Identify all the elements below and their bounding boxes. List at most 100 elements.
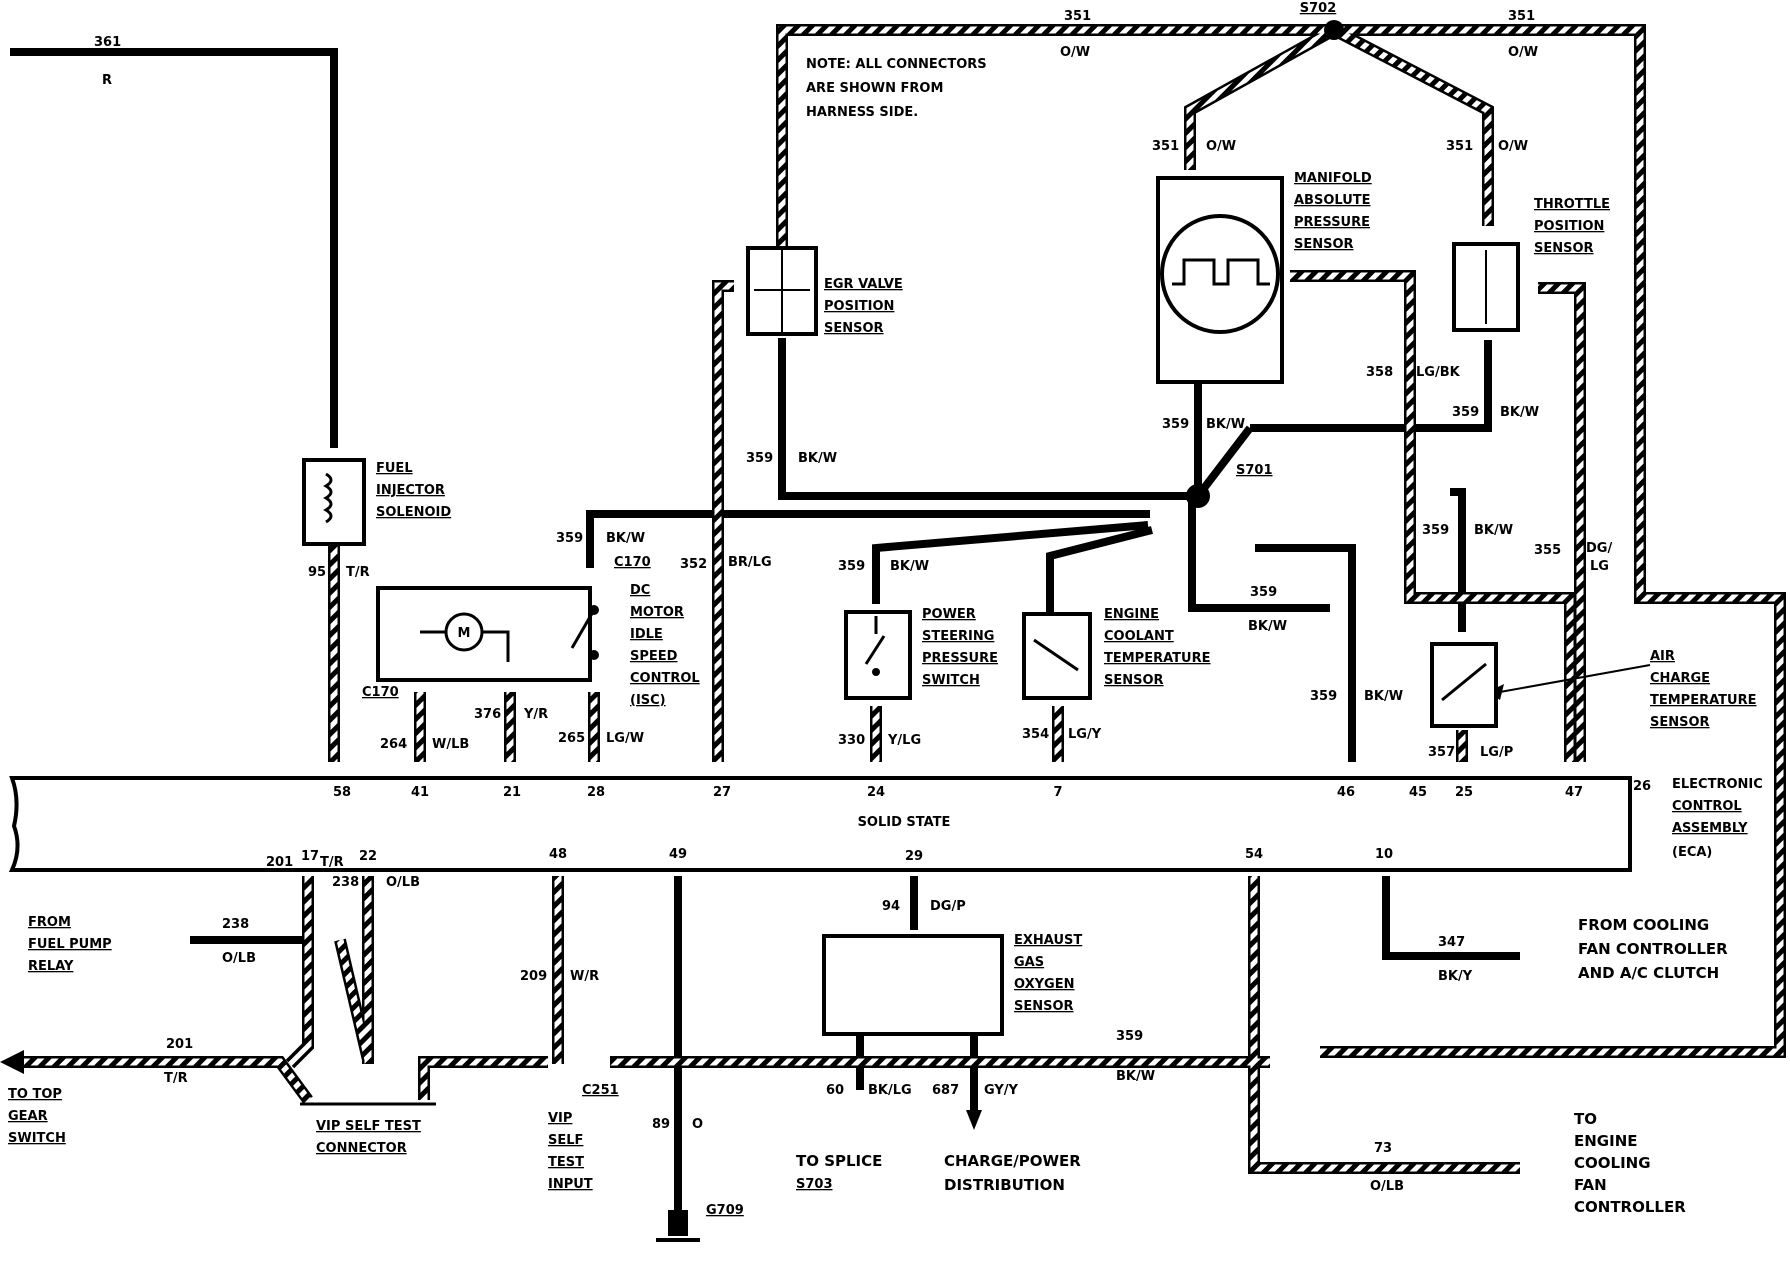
wire-color-359-r: BK/W xyxy=(1364,689,1403,704)
ground-symbol xyxy=(668,1210,688,1236)
dest-cooling-fan-1: FROM COOLING xyxy=(1578,916,1709,934)
splice-s702-dot xyxy=(1324,20,1344,40)
conn-c170-b: C170 xyxy=(362,685,399,700)
wire-color-359-bot: BK/W xyxy=(1116,1069,1155,1084)
vip-2: CONNECTOR xyxy=(316,1141,407,1156)
act-sensor xyxy=(1430,642,1498,728)
ego-2: GAS xyxy=(1014,955,1044,970)
dest-top-gear-3: SWITCH xyxy=(8,1131,66,1146)
dest-fan-ctrl-5: CONTROLLER xyxy=(1574,1198,1686,1216)
wire-color-354: LG/Y xyxy=(1068,727,1102,742)
wire-label-687: 687 xyxy=(932,1083,959,1098)
ego-sensor xyxy=(822,934,1004,1036)
dest-fuel-pump-3: RELAY xyxy=(28,959,74,974)
pin-17: 17 xyxy=(301,849,319,864)
wire-color-238b: O/LB xyxy=(222,951,256,966)
wire-label-361: 361 xyxy=(94,35,121,50)
vip-1: VIP SELF TEST xyxy=(316,1119,421,1134)
wire-label-347: 347 xyxy=(1438,935,1465,950)
wire-color-355-1: DG/ xyxy=(1586,541,1612,556)
wire-color-264: W/LB xyxy=(432,737,469,752)
wire-label-60: 60 xyxy=(826,1083,844,1098)
wire-color-351d: O/W xyxy=(1498,139,1528,154)
wire-label-359-isc: 359 xyxy=(556,531,583,546)
ect-3: TEMPERATURE xyxy=(1104,651,1210,666)
ego-4: SENSOR xyxy=(1014,999,1074,1014)
eca-name-2: CONTROL xyxy=(1672,799,1742,814)
wire-color-201b: T/R xyxy=(164,1071,188,1086)
wire-color-201a: T/R xyxy=(320,855,344,870)
wire-color-359-mid: BK/W xyxy=(1248,619,1287,634)
wire-label-351b: 351 xyxy=(1508,9,1535,24)
pin-10: 10 xyxy=(1375,847,1393,862)
arrows xyxy=(0,664,1651,1130)
vip-input-3: TEST xyxy=(548,1155,584,1170)
conn-s701: S701 xyxy=(1236,463,1273,478)
dest-top-gear-2: GEAR xyxy=(8,1109,48,1124)
wire-359-mid xyxy=(1188,500,1330,612)
fuel-inj-2: INJECTOR xyxy=(376,483,445,498)
note-line-2: ARE SHOWN FROM xyxy=(806,81,943,96)
isc-4: SPEED xyxy=(630,649,678,664)
wire-label-89: 89 xyxy=(652,1117,670,1132)
wire-color-89: O xyxy=(692,1117,703,1132)
pin-46: 46 xyxy=(1337,785,1355,800)
ego-1: EXHAUST xyxy=(1014,933,1082,948)
wire-label-355: 355 xyxy=(1534,543,1561,558)
pss-2: STEERING xyxy=(922,629,994,644)
map-2: ABSOLUTE xyxy=(1294,193,1371,208)
wire-359-ect xyxy=(1046,526,1153,614)
tps-3: SENSOR xyxy=(1534,241,1594,256)
eca-center-label: SOLID STATE xyxy=(858,815,951,830)
wire-color-60: BK/LG xyxy=(868,1083,912,1098)
wire-color-330: Y/LG xyxy=(887,733,921,748)
pin-29: 29 xyxy=(905,849,923,864)
wire-label-359-tps: 359 xyxy=(1452,405,1479,420)
arrow-charge xyxy=(966,1110,982,1130)
wire-label-359-mid: 359 xyxy=(1250,585,1277,600)
wire-label-201a: 201 xyxy=(266,855,293,870)
wire-label-201b: 201 xyxy=(166,1037,193,1052)
wire-label-265: 265 xyxy=(558,731,585,746)
tps-1: THROTTLE xyxy=(1534,197,1610,212)
wire-label-358: 358 xyxy=(1366,365,1393,380)
dest-fuel-pump-2: FUEL PUMP xyxy=(28,937,112,952)
wire-label-238a: 238 xyxy=(332,875,359,890)
pin-28: 28 xyxy=(587,785,605,800)
wire-label-351d: 351 xyxy=(1446,139,1473,154)
wire-label-238b: 238 xyxy=(222,917,249,932)
map-1: MANIFOLD xyxy=(1294,171,1372,186)
fuel-inj-3: SOLENOID xyxy=(376,505,451,520)
dest-splice: TO SPLICE xyxy=(796,1152,882,1170)
wire-359-tps xyxy=(1250,340,1492,432)
map-4: SENSOR xyxy=(1294,237,1354,252)
wire-color-351b: O/W xyxy=(1508,45,1538,60)
conn-c251: C251 xyxy=(582,1083,619,1098)
labels: NOTE: ALL CONNECTORS ARE SHOWN FROM HARN… xyxy=(8,1,1763,1218)
wire-label-359-r: 359 xyxy=(1310,689,1337,704)
conn-s702: S702 xyxy=(1300,1,1337,16)
ect-4: SENSOR xyxy=(1104,673,1164,688)
map-3: PRESSURE xyxy=(1294,215,1370,230)
isc-2: MOTOR xyxy=(630,605,684,620)
vip-input-1: VIP xyxy=(548,1111,572,1126)
conn-c170-a: C170 xyxy=(614,555,651,570)
wire-label-359-egr: 359 xyxy=(746,451,773,466)
isc-motor-label: M xyxy=(458,626,471,641)
solid-wires xyxy=(10,48,1520,1236)
wire-label-95: 95 xyxy=(308,565,326,580)
wire-color-352: BR/LG xyxy=(728,555,772,570)
dest-charge-1: CHARGE/POWER xyxy=(944,1152,1081,1170)
wire-347 xyxy=(1382,876,1520,960)
egr-sensor xyxy=(746,246,818,336)
pin-25: 25 xyxy=(1455,785,1473,800)
wire-359-act xyxy=(1450,488,1466,632)
dest-cooling-fan-2: FAN CONTROLLER xyxy=(1578,940,1728,958)
wire-color-359-tps: BK/W xyxy=(1500,405,1539,420)
wire-color-357: LG/P xyxy=(1480,745,1513,760)
pin-24: 24 xyxy=(867,785,885,800)
wire-361 xyxy=(10,48,338,448)
conn-g709: G709 xyxy=(706,1203,744,1218)
wire-359-isc xyxy=(586,510,1150,568)
wire-color-73: O/LB xyxy=(1370,1179,1404,1194)
